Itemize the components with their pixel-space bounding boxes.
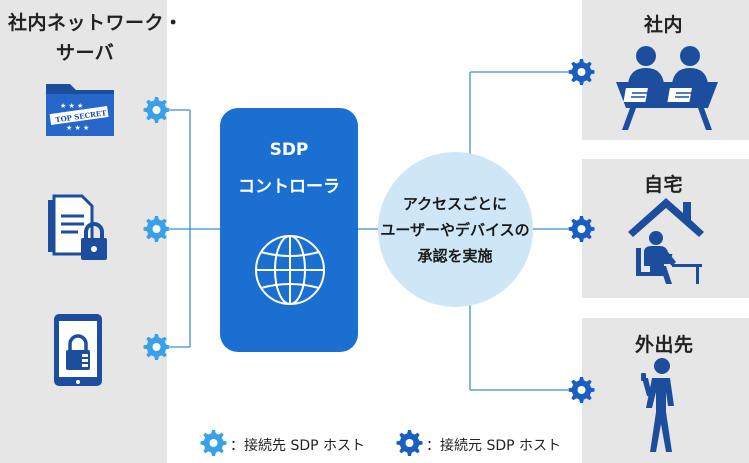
circle-text-line2: ユーザーやデバイスの bbox=[380, 221, 530, 239]
locked-document-icon bbox=[48, 194, 107, 260]
legend-accepting-label: ：接続先 SDP ホスト bbox=[230, 438, 366, 454]
left-panel-title-line1: 社内ネットワーク・ bbox=[8, 12, 184, 34]
right-panel-outside-title: 外出先 bbox=[635, 334, 694, 356]
legend-accepting-gear-icon bbox=[200, 430, 227, 456]
accepting-host-gear-icon-1 bbox=[143, 97, 170, 123]
locked-tablet-icon bbox=[54, 314, 102, 386]
initiating-host-gear-icon-2 bbox=[568, 216, 595, 242]
svg-text:★ ★ ★: ★ ★ ★ bbox=[66, 124, 89, 132]
walking-person-icon bbox=[641, 358, 674, 452]
initiating-host-gear-icon-1 bbox=[568, 59, 595, 85]
right-panel-office-title: 社内 bbox=[644, 14, 684, 36]
controller-label-line1: SDP bbox=[269, 140, 309, 160]
right-panel-office bbox=[582, 0, 749, 140]
legend-initiating-label: ：接続元 SDP ホスト bbox=[426, 438, 562, 454]
circle-text-line3: 承認を実施 bbox=[417, 247, 493, 265]
circle-text-line1: アクセスごとに bbox=[402, 195, 508, 213]
accepting-host-gear-icon-3 bbox=[143, 334, 170, 360]
office-workers-icon bbox=[616, 46, 718, 130]
home-worker-icon bbox=[628, 198, 704, 284]
right-panel-home-title: 自宅 bbox=[644, 174, 684, 196]
legend-initiating-gear-icon bbox=[396, 430, 423, 456]
initiating-host-gear-icon-3 bbox=[568, 377, 595, 403]
sdp-controller-box: SDP コントローラ bbox=[220, 108, 358, 352]
accepting-host-gear-icon-2 bbox=[143, 216, 170, 242]
controller-label-line2: コントローラ bbox=[238, 177, 340, 197]
top-secret-folder-icon: ★ ★ ★ ★ ★ ★ TOP SECRET bbox=[46, 84, 114, 136]
left-panel-title-line2: サーバ bbox=[56, 42, 115, 64]
approval-circle bbox=[378, 152, 533, 307]
svg-text:★ ★ ★: ★ ★ ★ bbox=[60, 102, 83, 110]
globe-icon bbox=[255, 235, 325, 305]
